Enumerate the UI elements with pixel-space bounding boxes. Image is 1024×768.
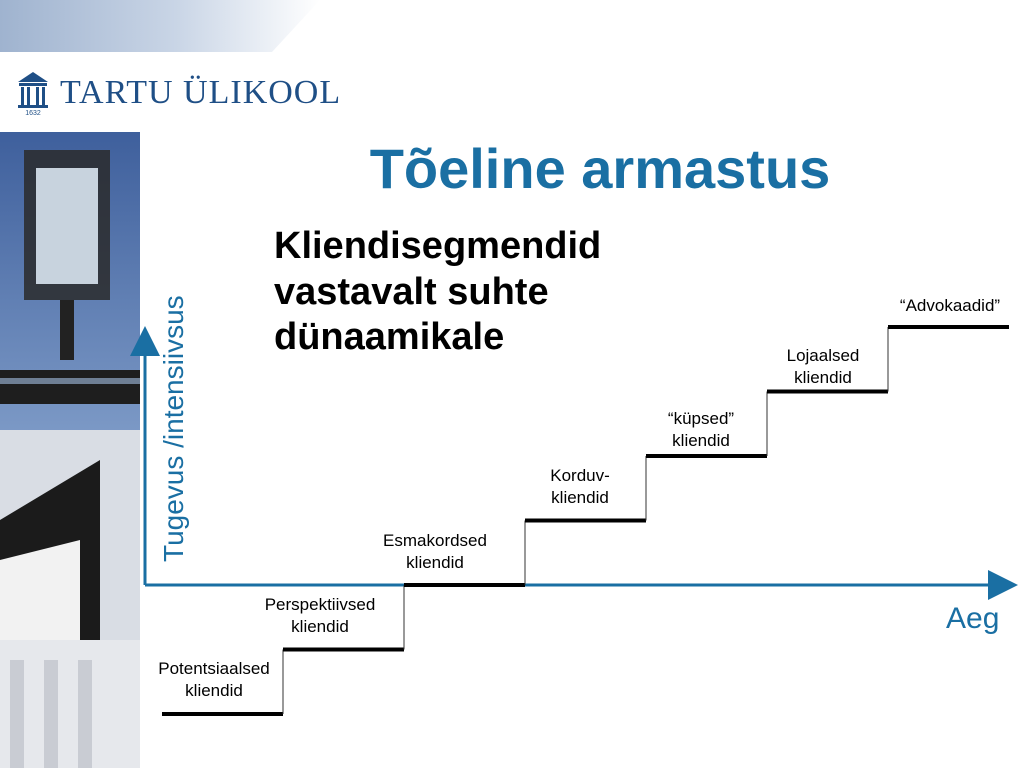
building-logo-icon: 1632	[18, 72, 48, 116]
step-label: “Advokaadid”	[899, 296, 1001, 315]
subtitle-line: vastavalt suhte	[274, 270, 549, 313]
subtitle-line: dünaamikale	[274, 316, 505, 359]
logo-text: TARTU ÜLIKOOL	[60, 74, 342, 111]
step-label: Potentsiaalsed kliendid	[158, 659, 270, 701]
step-label: Korduv- kliendid	[550, 466, 610, 508]
background-photo	[0, 0, 140, 768]
step-label: Lojaalsed kliendid	[786, 346, 860, 388]
slide-title: Tõeline armastus	[369, 137, 831, 200]
photo-illustration	[0, 130, 140, 768]
logo-band	[0, 52, 360, 132]
university-logo: 1632 TARTU ÜLIKOOL	[16, 70, 341, 116]
slide-subtitle: Kliendisegmendid vastavalt suhte dünaami…	[274, 224, 694, 361]
step-label: “küpsed” kliendid	[667, 409, 735, 451]
step-label: Perspektiivsed kliendid	[264, 595, 376, 637]
header-photo	[0, 0, 320, 52]
subtitle-line: Kliendisegmendid	[274, 225, 602, 267]
y-axis-label: Tugevus /intensiivsus	[158, 295, 189, 562]
logo-year: 1632	[25, 110, 41, 116]
x-axis-label: Aeg	[946, 602, 1000, 635]
step-label: Esmakordsed kliendid	[383, 531, 487, 573]
steps-group	[162, 325, 1009, 716]
